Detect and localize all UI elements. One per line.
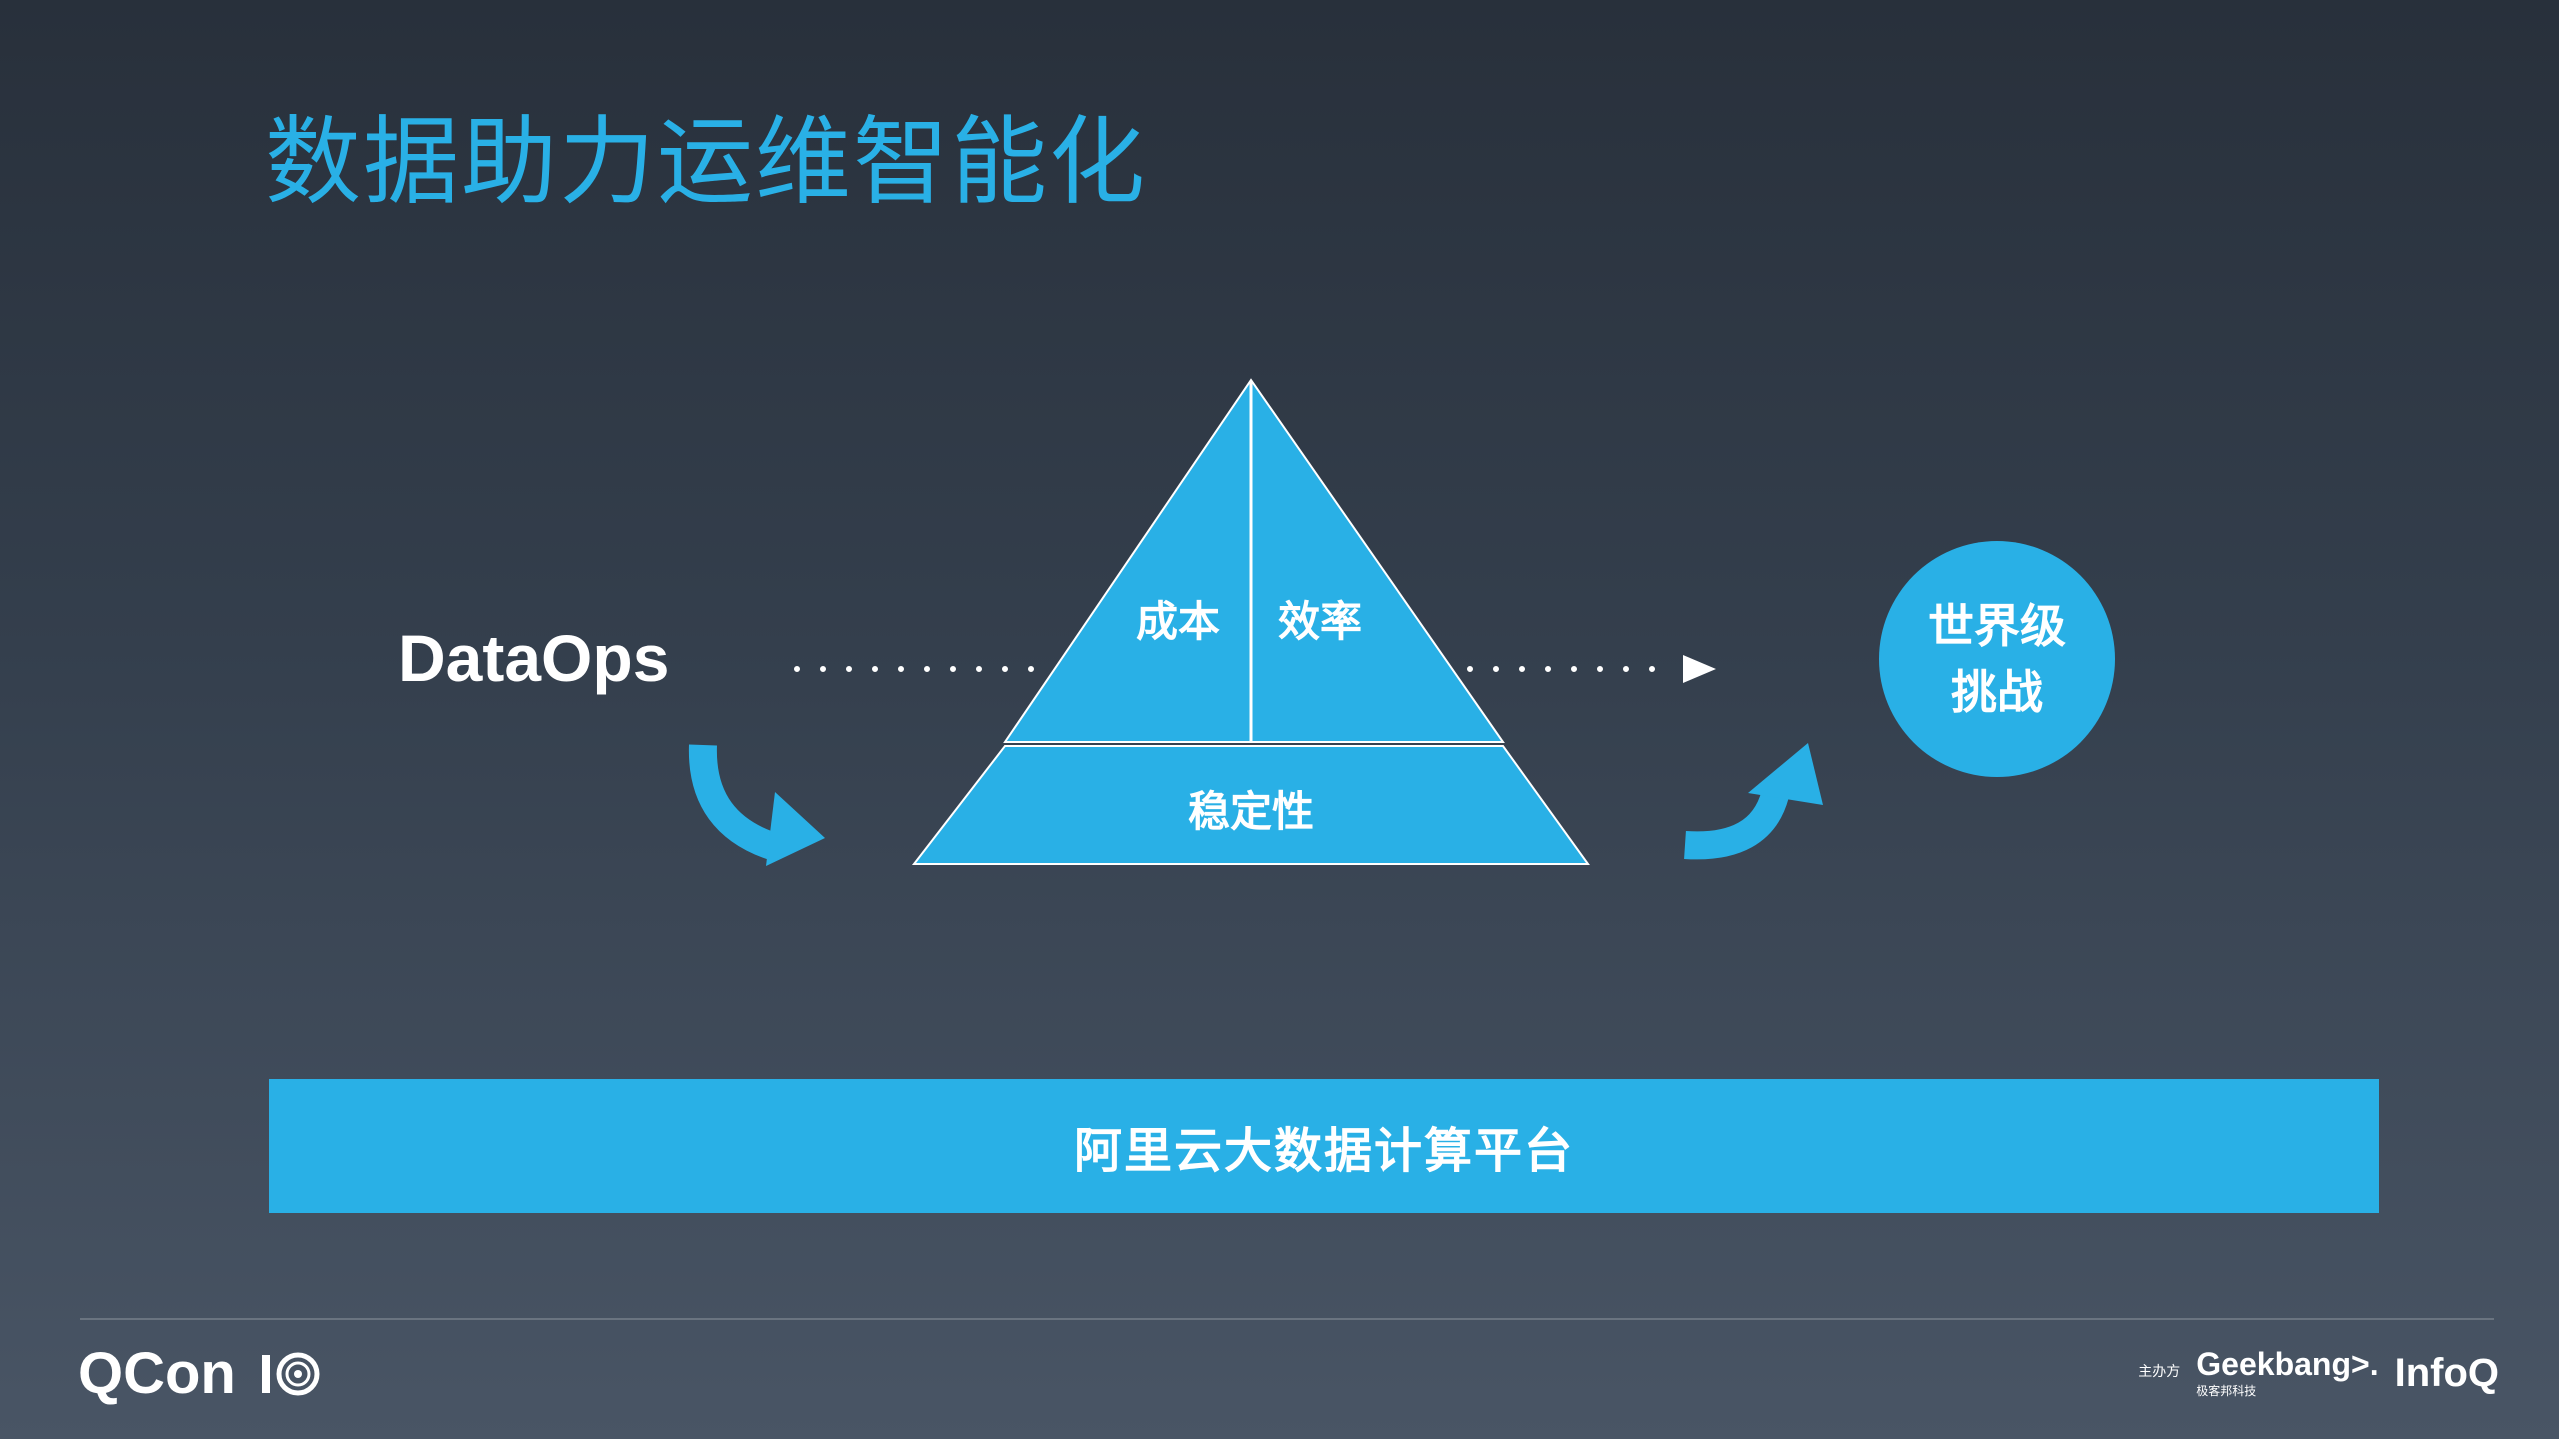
stability-label: 稳定性 bbox=[1188, 787, 1315, 836]
geekbang-logo: Geekbang>. 极客邦科技 bbox=[2196, 1348, 2378, 1399]
geekbang-cn-text: 极客邦科技 bbox=[2196, 1384, 2257, 1398]
dotted-arrow-icon bbox=[1683, 655, 1716, 683]
footer-divider bbox=[80, 1318, 2494, 1320]
qcon-10-badge-icon bbox=[261, 1352, 320, 1395]
curved-arrow-up-right-icon bbox=[1684, 743, 1823, 860]
pyramid-top bbox=[1003, 378, 1505, 743]
slide-title: 数据助力运维智能化 bbox=[265, 106, 1147, 218]
world-class-circle: 世界级挑战 bbox=[1879, 541, 2115, 777]
cost-label: 成本 bbox=[1136, 597, 1221, 646]
host-label: 主办方 bbox=[2138, 1364, 2181, 1380]
platform-bar: 阿里云大数据计算平台 bbox=[269, 1079, 2379, 1213]
dataops-label: DataOps bbox=[398, 621, 670, 695]
pyramid-base bbox=[911, 745, 1590, 865]
sponsor-logos: 主办方 Geekbang>. 极客邦科技 InfoQ bbox=[2138, 1348, 2499, 1399]
efficiency-label: 效率 bbox=[1278, 597, 1363, 646]
world-class-label: 世界级挑战 bbox=[1928, 599, 2066, 719]
qcon-logo: QCon bbox=[78, 1340, 328, 1407]
qcon-text: QCon bbox=[78, 1341, 236, 1406]
curved-arrow-down-right-icon bbox=[688, 744, 825, 866]
geekbang-text: Geekbang>. bbox=[2196, 1346, 2379, 1382]
infoq-logo: InfoQ bbox=[2394, 1351, 2499, 1395]
platform-label: 阿里云大数据计算平台 bbox=[1073, 1123, 1574, 1179]
